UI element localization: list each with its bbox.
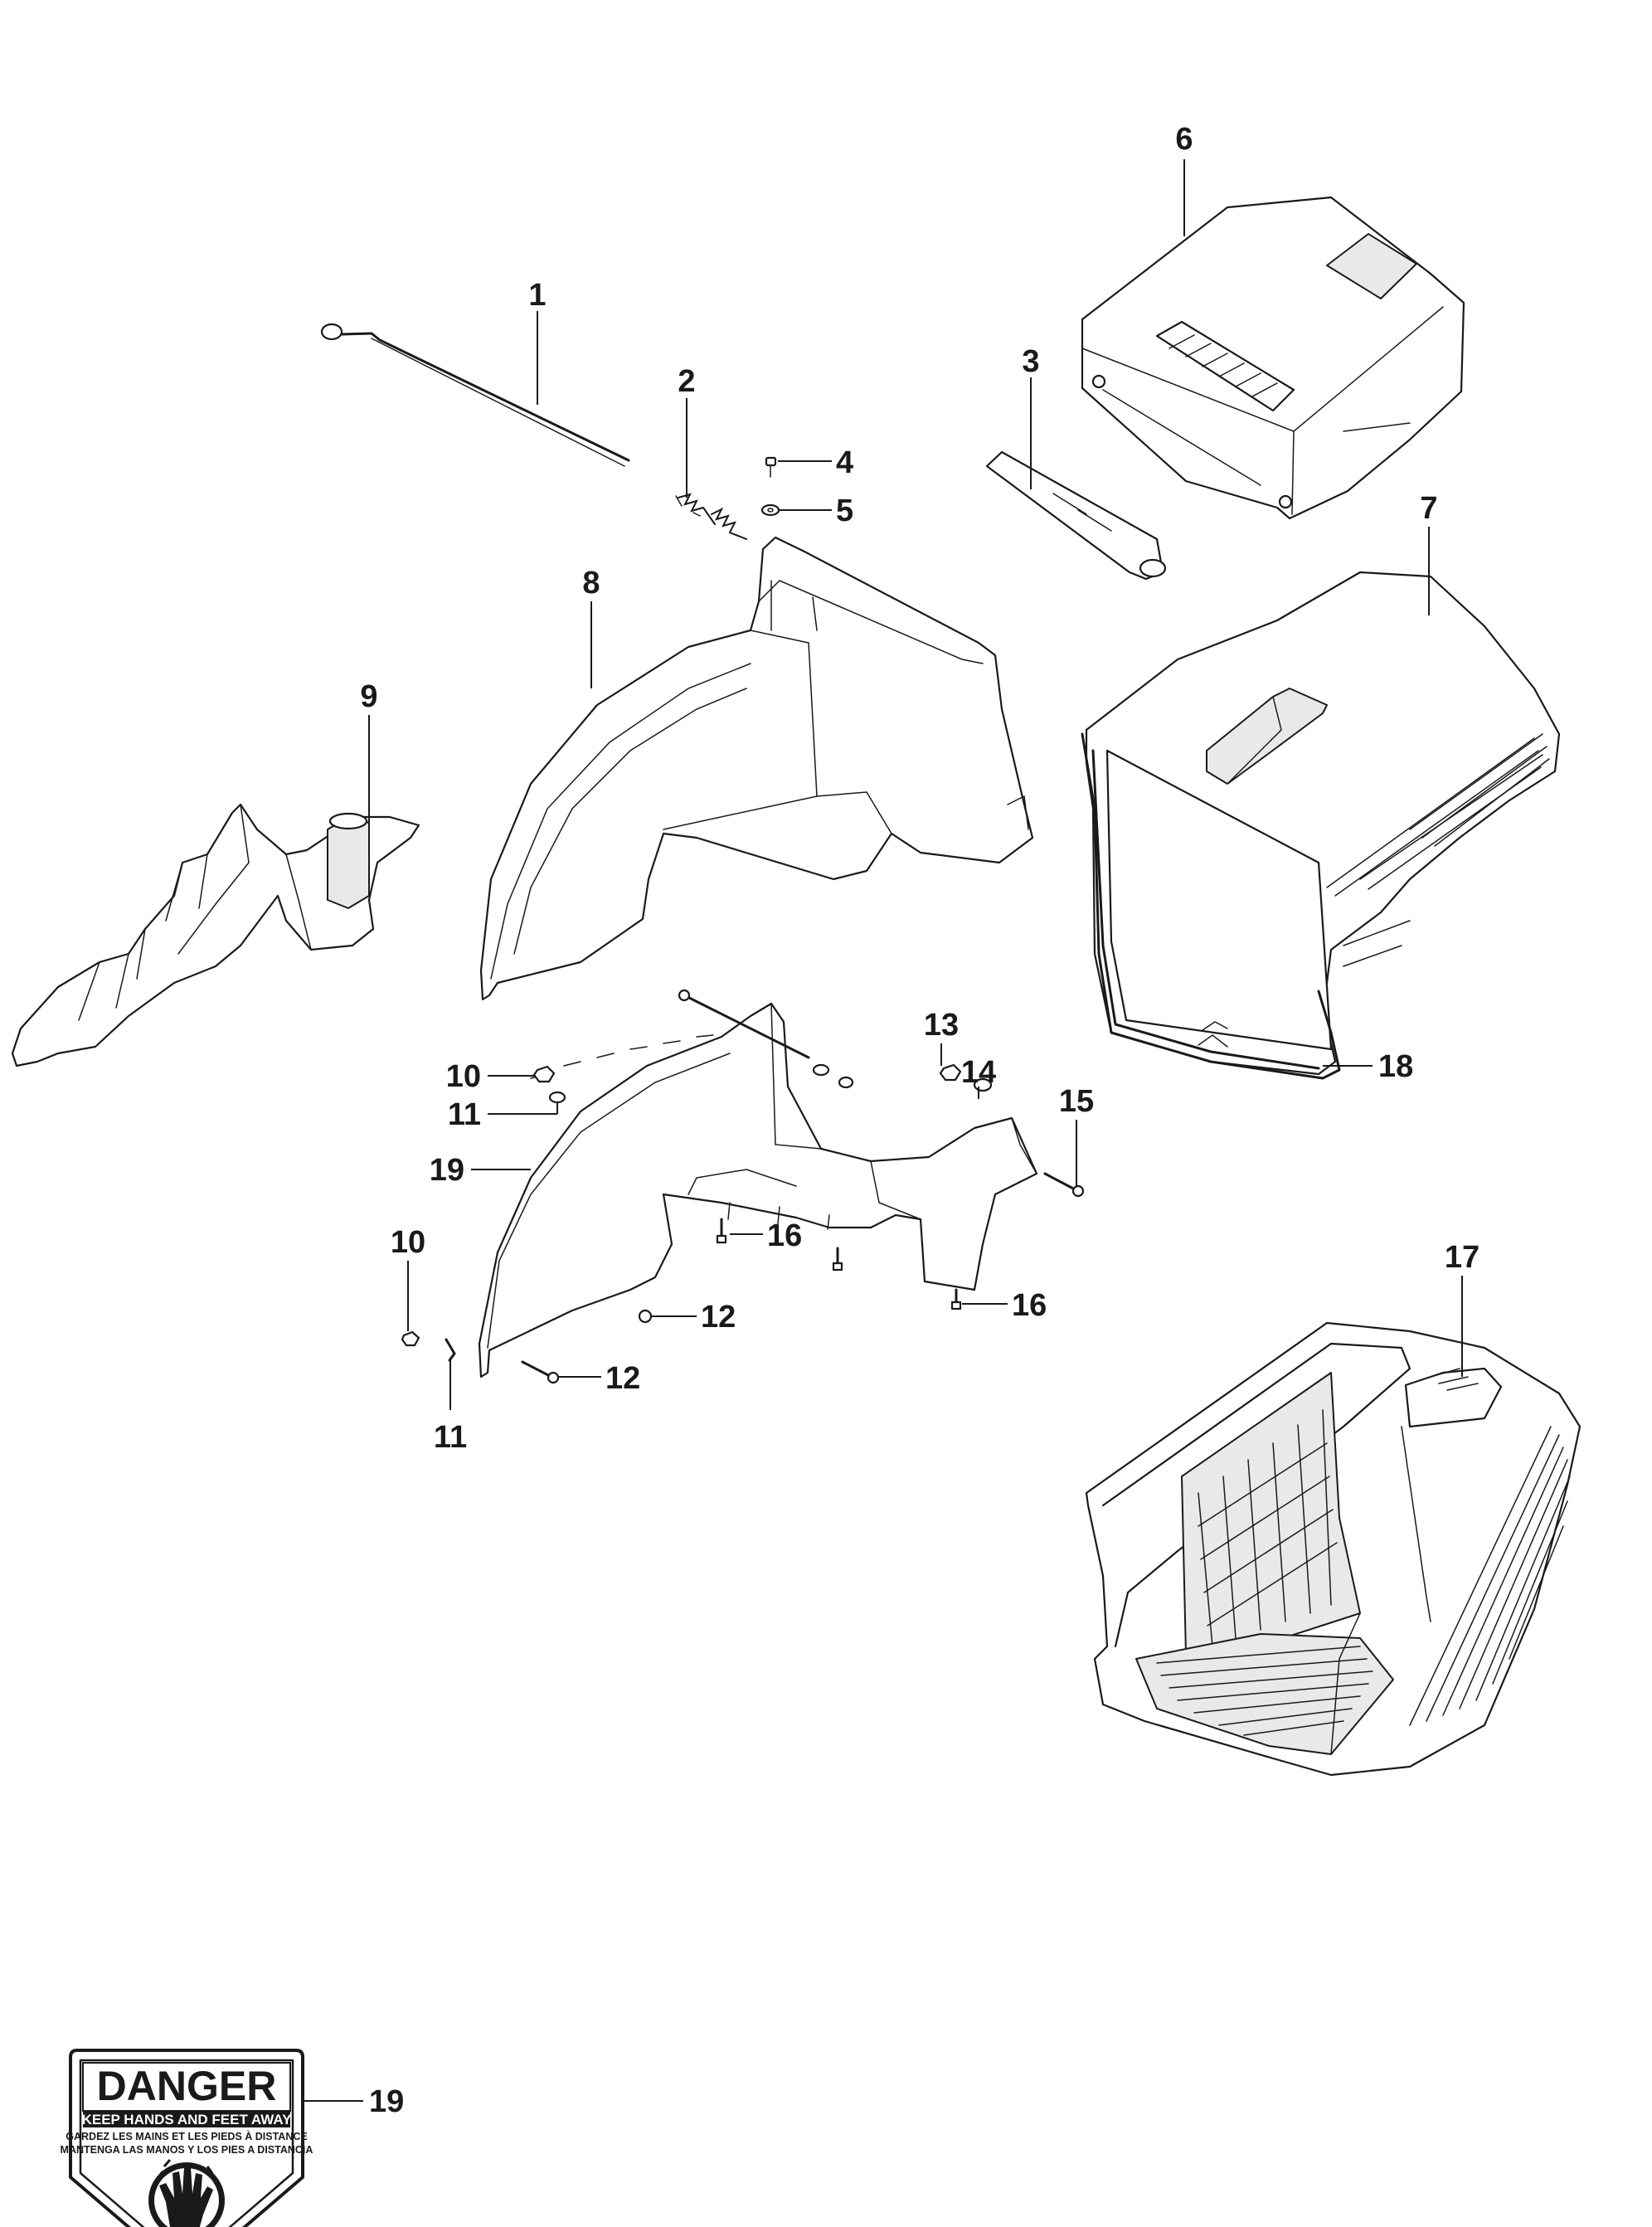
danger-decal-title: DANGER xyxy=(97,2063,277,2109)
callout-11-upper: 11 xyxy=(448,1097,481,1132)
part-6-bag-lid xyxy=(1081,196,1465,520)
danger-decal-line2: GARDEZ LES MAINS ET LES PIEDS À DISTANCE xyxy=(66,2130,307,2142)
callout-8: 8 xyxy=(582,566,600,601)
part-1-rod xyxy=(320,323,630,467)
callout-11-lower: 11 xyxy=(434,1420,467,1455)
part-12-screws xyxy=(521,1309,653,1384)
part-19-rear-chute-lower xyxy=(478,1002,1038,1379)
part-7-bag-frame xyxy=(1085,571,1561,1076)
part-11-washer-upper xyxy=(548,1091,566,1104)
callout-1: 1 xyxy=(528,278,546,313)
callout-16-lower: 16 xyxy=(1012,1288,1047,1323)
callout-6: 6 xyxy=(1175,122,1193,157)
danger-decal-line1: KEEP HANDS AND FEET AWAY xyxy=(82,2112,293,2127)
part-13-nut xyxy=(939,1063,962,1082)
part-3-handle-grip xyxy=(985,450,1167,581)
callout-14: 14 xyxy=(961,1055,996,1090)
part-4-screw xyxy=(765,456,777,478)
part-2-springs xyxy=(675,493,747,540)
callout-10-lower: 10 xyxy=(391,1225,425,1260)
fastener-washer-top xyxy=(812,1063,854,1089)
callout-17: 17 xyxy=(1445,1240,1480,1275)
part-15-bolt xyxy=(1043,1172,1085,1198)
hand-warning-icon xyxy=(148,2159,225,2227)
callout-15: 15 xyxy=(1059,1084,1094,1119)
part-17-grass-basket xyxy=(1085,1321,1582,1777)
leader-lines xyxy=(303,159,1463,2102)
callout-19-decal: 19 xyxy=(369,2084,404,2119)
part-10-nut-upper xyxy=(532,1065,556,1083)
callout-labels: 1 2 3 4 5 6 7 8 9 10 11 19 13 14 15 16 1… xyxy=(360,122,1480,2119)
callout-10-upper: 10 xyxy=(446,1059,481,1094)
callout-5: 5 xyxy=(836,494,853,528)
callout-2: 2 xyxy=(678,364,695,399)
callout-12-upper: 12 xyxy=(701,1300,736,1335)
callout-13: 13 xyxy=(924,1008,959,1043)
fastener-long-screw-top xyxy=(678,989,810,1059)
part-8-rear-chute xyxy=(479,536,1034,1001)
part-5-washer xyxy=(760,503,780,517)
danger-decal: DANGER KEEP HANDS AND FEET AWAY GARDEZ L… xyxy=(61,2049,313,2227)
callout-7: 7 xyxy=(1420,491,1437,526)
callout-9: 9 xyxy=(360,679,377,714)
callout-16-upper: 16 xyxy=(767,1218,802,1253)
part-9-side-deflector xyxy=(11,803,420,1067)
callout-18: 18 xyxy=(1378,1049,1413,1084)
callout-4: 4 xyxy=(836,445,853,480)
callout-19-chute: 19 xyxy=(430,1153,464,1188)
danger-decal-line3: MANTENGA LAS MANOS Y LOS PIES A DISTANCI… xyxy=(61,2144,313,2156)
callout-3: 3 xyxy=(1022,344,1039,379)
part-16-screws xyxy=(716,1218,962,1310)
part-18-wire-frame xyxy=(1081,732,1341,1080)
part-10-nut-lower xyxy=(401,1330,420,1347)
part-11-clip-lower xyxy=(445,1338,456,1362)
callout-12-lower: 12 xyxy=(605,1361,640,1396)
